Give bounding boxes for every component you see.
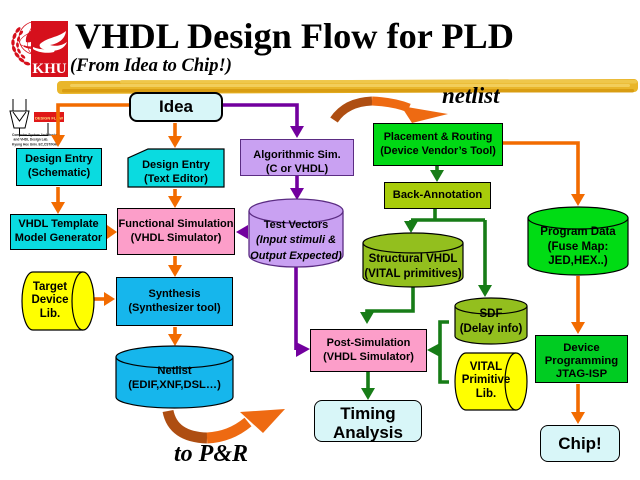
svg-text:and VHDL Design Lab.: and VHDL Design Lab. (14, 137, 49, 141)
svg-text:KHU: KHU (32, 61, 66, 77)
svg-text:Computer System Architecture: Computer System Architecture (12, 133, 60, 137)
svg-text:DESIGN FLOW: DESIGN FLOW (35, 116, 63, 121)
svg-text:Kyung Hee Univ. EC,CST/KHU: Kyung Hee Univ. EC,CST/KHU (12, 142, 59, 146)
